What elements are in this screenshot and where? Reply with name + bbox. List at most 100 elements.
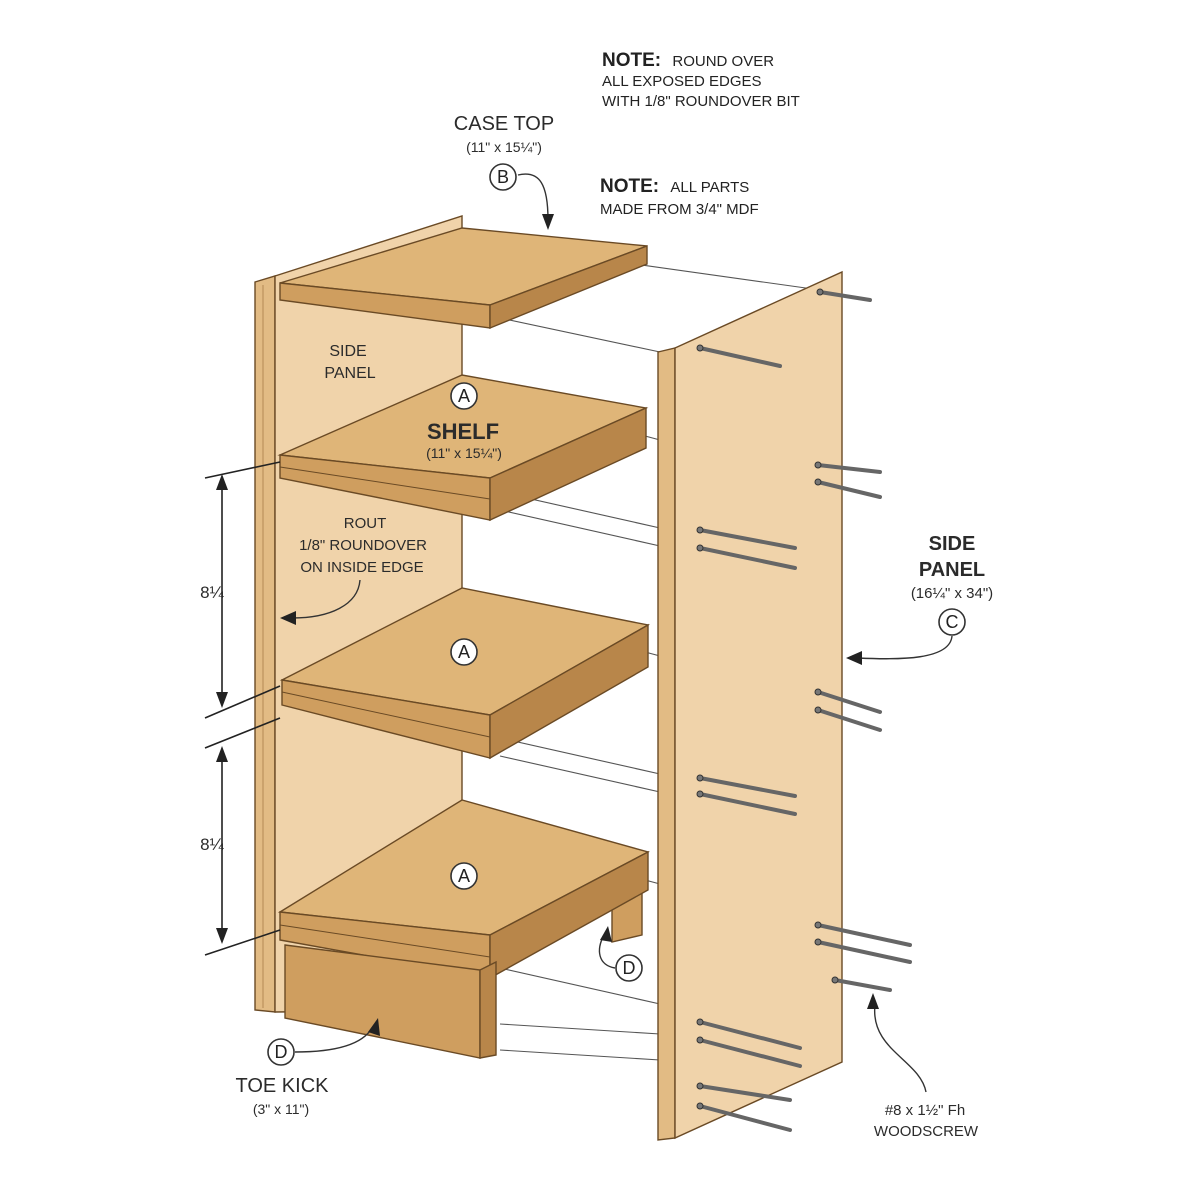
rout-arrow: [280, 611, 296, 625]
screw-head: [696, 1102, 704, 1110]
screw-head: [696, 544, 704, 552]
screw-shaft: [816, 940, 912, 964]
note-material: NOTE: ALL PARTS MADE FROM 3/4" MDF: [600, 176, 759, 218]
screw-shaft: [833, 978, 892, 992]
screw-shaft: [698, 776, 797, 798]
case-top-tag: B: [497, 167, 509, 187]
toe-kick-front-end: [479, 960, 497, 1059]
screw-shaft: [698, 792, 797, 816]
toe-kick-back-arrow: [600, 926, 612, 942]
screw-head: [696, 344, 704, 352]
case-top-side-edge: [489, 244, 648, 330]
left-panel-label: SIDE PANEL: [324, 343, 375, 382]
rout-line: 1/8" ROUNDOVER: [299, 537, 427, 554]
screw-head: [696, 774, 704, 782]
guide-line: [499, 1023, 661, 1035]
dimension-arrow-down: [216, 928, 228, 944]
guide-line: [499, 755, 661, 793]
case-top-arrow: [542, 214, 554, 230]
shelf-label: A SHELF (11" x 15¼"): [426, 382, 502, 461]
screw-head: [814, 478, 822, 486]
note-lead: NOTE:: [602, 50, 661, 71]
case-top-board: [279, 227, 648, 330]
toe-kick-size: (3" x 11"): [253, 1101, 309, 1117]
screw-leader: [874, 1004, 927, 1093]
dimension-arrow-down: [216, 692, 228, 708]
assembly-guide-lines: [499, 261, 821, 1061]
case-top-leader: [517, 173, 549, 221]
case-top-tag-circle: [489, 163, 517, 191]
screw-line: WOODSCREW: [874, 1123, 979, 1140]
dimension-extension-line: [204, 929, 281, 956]
toe-kick-tag: D: [275, 1042, 288, 1062]
left-panel-name-line: PANEL: [324, 365, 375, 382]
note-line: ALL EXPOSED EDGES: [602, 73, 762, 90]
screw-head: [814, 938, 822, 946]
toe-kick-tag-circle: [615, 954, 643, 982]
guide-line: [499, 737, 661, 775]
screw-shaft: [698, 1038, 802, 1068]
dimension-arrow-up: [216, 474, 228, 490]
toe-kick-front: [284, 944, 497, 1059]
screw-head: [814, 461, 822, 469]
shelf-bottom-tag: A: [450, 862, 478, 890]
dimension-arrow-up: [216, 746, 228, 762]
note-line: MADE FROM 3/4" MDF: [600, 201, 759, 218]
dimension-upper-label: 8¼: [200, 583, 224, 602]
screw-shaft: [816, 463, 882, 474]
shelf-name: SHELF: [427, 419, 499, 444]
screw-head: [696, 1018, 704, 1026]
note-line: ALL PARTS: [670, 179, 749, 196]
right-panel-label: SIDE PANEL (16¼" x 34") C: [846, 533, 993, 665]
right-panel-size: (16¼" x 34"): [911, 585, 993, 602]
shelf-tag: A: [458, 642, 470, 662]
right-panel-arrow: [846, 651, 862, 665]
right-panel-outer-face: [674, 270, 843, 1140]
right-panel-front-edge: [657, 347, 676, 1141]
dimension-lower: 8¼: [200, 717, 281, 956]
screw-head: [696, 526, 704, 534]
left-panel-name-line: SIDE: [329, 343, 366, 360]
note-line: WITH 1/8" ROUNDOVER BIT: [602, 93, 800, 110]
rout-callout: ROUT 1/8" ROUNDOVER ON INSIDE EDGE: [280, 515, 427, 625]
screw-head: [814, 688, 822, 696]
case-top-name: CASE TOP: [454, 113, 554, 135]
case-top-label: CASE TOP (11" x 15¼") B: [454, 113, 554, 230]
toe-kick-label: D TOE KICK (3" x 11"): [236, 1018, 380, 1117]
toe-kick-tag-circle: [267, 1038, 295, 1066]
screw-head: [696, 790, 704, 798]
right-panel-name-line: SIDE: [929, 533, 976, 555]
shelf-tag: A: [458, 386, 470, 406]
toe-kick-arrow: [368, 1018, 380, 1036]
woodscrews: [696, 288, 912, 1132]
rout-leader: [291, 579, 361, 619]
dimension-extension-line: [204, 685, 281, 719]
guide-line: [499, 317, 661, 353]
rout-line: ROUT: [344, 515, 387, 532]
screw-shaft: [698, 1020, 802, 1050]
dimension-upper: 8¼: [200, 461, 281, 719]
screw-head: [831, 976, 839, 984]
right-panel-name-line: PANEL: [919, 559, 985, 581]
dimension-extension-line: [204, 717, 281, 749]
left-panel-front-edge: [254, 275, 276, 1013]
screw-shaft: [816, 708, 882, 732]
rout-line: ON INSIDE EDGE: [300, 559, 423, 576]
screw-head: [696, 1036, 704, 1044]
shelf-upper-ply-line: [279, 466, 491, 500]
screw-shaft: [698, 1084, 792, 1102]
shelf-tag-circle: [450, 862, 478, 890]
screw-shaft: [698, 346, 782, 368]
shelf-size: (11" x 15¼"): [426, 445, 502, 461]
shelf-middle-tag: A: [450, 638, 478, 666]
shelf-tag-circle: [450, 382, 478, 410]
screw-head: [696, 1082, 704, 1090]
screw-head: [814, 921, 822, 929]
right-panel-tag: C: [946, 612, 959, 632]
svg-text:NOTE: ROUND OVER: NOTE: ROUND OVER: [602, 50, 774, 71]
screw-head: [816, 288, 824, 296]
shelf-tag-circle: [450, 638, 478, 666]
screw-head: [814, 706, 822, 714]
